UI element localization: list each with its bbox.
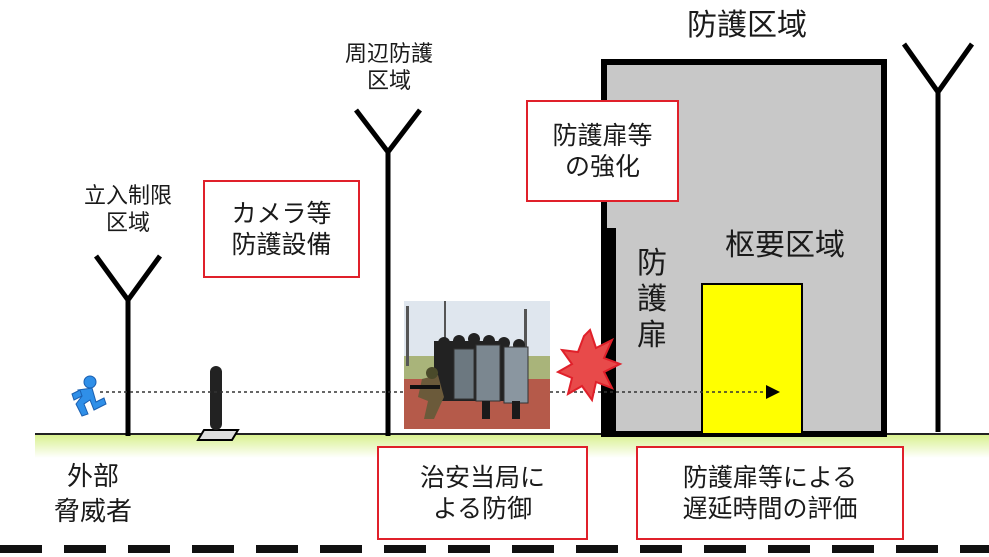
restricted-area-label: 立入制限 区域 (83, 184, 172, 236)
photo-graphic (404, 301, 550, 429)
outer-pole-right (901, 42, 975, 432)
path-arrowhead (766, 385, 780, 399)
security-authority-box: 治安当局に よる防御 (377, 446, 588, 540)
protective-door (602, 228, 616, 434)
vital-area-label: 枢要区域 (725, 228, 845, 263)
external-threat-label: 外部 脅威者 (53, 462, 132, 528)
restricted-area-pole (93, 254, 163, 436)
vital-area (701, 283, 803, 435)
bollard-sensor-icon (196, 366, 240, 441)
protected-area-label: 防護区域 (687, 8, 807, 43)
camera-equipment-box: カメラ等 防護設備 (203, 180, 360, 278)
protective-door-label: 防 護 扉 (637, 246, 667, 353)
delay-evaluation-box: 防護扉等による 遅延時間の評価 (636, 446, 904, 540)
perimeter-area-pole (354, 108, 422, 436)
door-reinforcement-box: 防護扉等 の強化 (526, 100, 679, 202)
perimeter-area-label: 周辺防護 区域 (344, 42, 433, 94)
explosion-icon (555, 328, 623, 403)
riot-police-photo (404, 301, 550, 429)
running-person-icon (71, 375, 107, 417)
